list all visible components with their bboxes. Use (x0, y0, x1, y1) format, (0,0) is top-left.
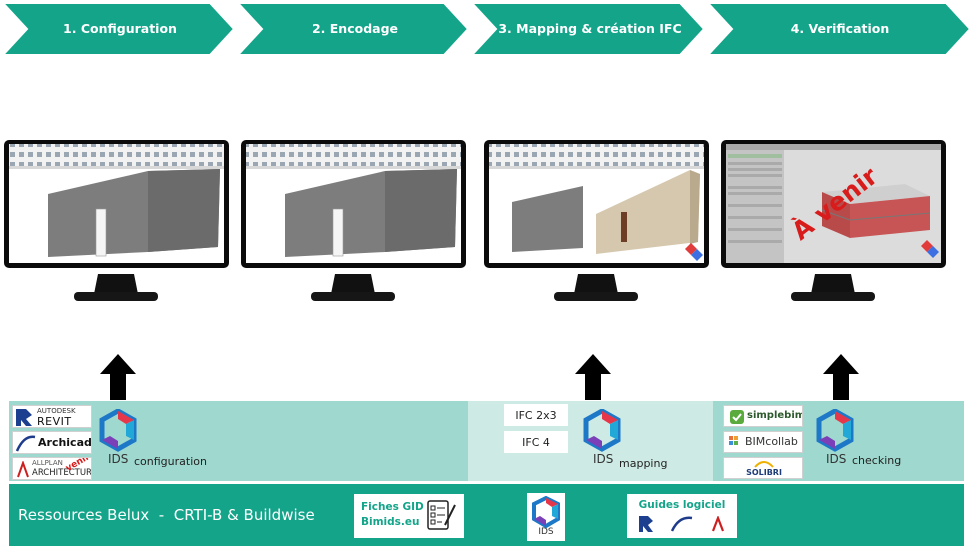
guides-label: Guides logiciel (638, 499, 726, 511)
simplebim-icon (730, 410, 744, 424)
resources-band (9, 484, 964, 546)
step-2-label: 2. Encodage (311, 20, 399, 36)
simplebim-logo[interactable]: simplebim (723, 405, 803, 427)
allplan-brand: ALLPLAN (32, 459, 63, 467)
checking-caption: checking (852, 454, 902, 467)
allplan-icon (711, 516, 725, 532)
ifc-logo-icon (685, 243, 703, 261)
ifc-2x3-option[interactable]: IFC 2x3 (504, 404, 568, 426)
revit-name: REVIT (37, 415, 72, 428)
arrow-up-icon (100, 354, 136, 400)
ids-label: IDS (593, 452, 614, 466)
ids-logo-icon (99, 409, 137, 452)
ids-resource-card[interactable]: IDS (527, 493, 565, 541)
revit-icon (639, 516, 653, 532)
ids-label: IDS (108, 452, 129, 466)
solibri-icon (754, 461, 774, 468)
allplan-logo[interactable]: ALLPLAN ARCHITECTURE venir (12, 457, 92, 480)
chevron-step-3[interactable] (469, 1, 706, 56)
archicad-icon (16, 435, 36, 452)
chevron-step-4[interactable] (705, 1, 972, 56)
monitors (4, 140, 946, 301)
ids-logo-icon (532, 496, 560, 528)
ids-label: IDS (826, 452, 847, 466)
monitor-3 (484, 140, 709, 301)
ids-logo-icon (583, 409, 621, 452)
allplan-name: ARCHITECTURE (32, 468, 92, 478)
monitor-1 (4, 140, 229, 301)
ids-resource-label: IDS (538, 527, 554, 537)
solibri-logo[interactable]: SOLIBRI (723, 457, 803, 479)
monitor-2 (241, 140, 466, 301)
archicad-name: Archicad (38, 436, 92, 449)
step-3-label: 3. Mapping & création IFC (498, 20, 682, 36)
solibri-name: SOLIBRI (746, 468, 782, 477)
mapping-caption: mapping (619, 457, 668, 470)
step-4-label: 4. Verification (790, 20, 890, 36)
process-chevrons (0, 1, 972, 56)
chevron-step-2[interactable] (235, 1, 470, 56)
chevron-step-1[interactable] (0, 1, 236, 56)
bimcollab-icon (729, 436, 738, 445)
monitor-4 (721, 140, 946, 301)
bimcollab-logo[interactable]: BIMcollab (723, 431, 803, 453)
simplebim-name: simplebim (747, 410, 803, 421)
fiches-gid-card[interactable]: Fiches GID Bimids.eu (354, 494, 464, 538)
archicad-logo[interactable]: Archicad (12, 431, 92, 454)
allplan-icon (17, 461, 29, 478)
fiches-gid-label: Fiches GID (361, 501, 424, 513)
revit-icon (16, 409, 32, 426)
guides-card[interactable]: Guides logiciel (627, 494, 737, 538)
bimids-label: Bimids.eu (361, 516, 420, 528)
checklist-icon (427, 500, 456, 530)
revit-brand: AUTODESK (37, 407, 76, 415)
ifc-logo-icon (921, 240, 939, 258)
arrow-up-icon (575, 354, 611, 400)
ids-logo-icon (816, 409, 854, 452)
step-1-label: 1. Configuration (63, 20, 177, 36)
revit-logo[interactable]: AUTODESK REVIT (12, 405, 92, 428)
arrow-up-icon (823, 354, 859, 400)
resources-title: Ressources Belux - CRTI-B & Buildwise (18, 506, 315, 524)
archicad-icon (671, 516, 693, 532)
ifc-4-option[interactable]: IFC 4 (504, 431, 568, 453)
configuration-caption: configuration (134, 455, 207, 468)
bimcollab-name: BIMcollab (745, 435, 798, 448)
